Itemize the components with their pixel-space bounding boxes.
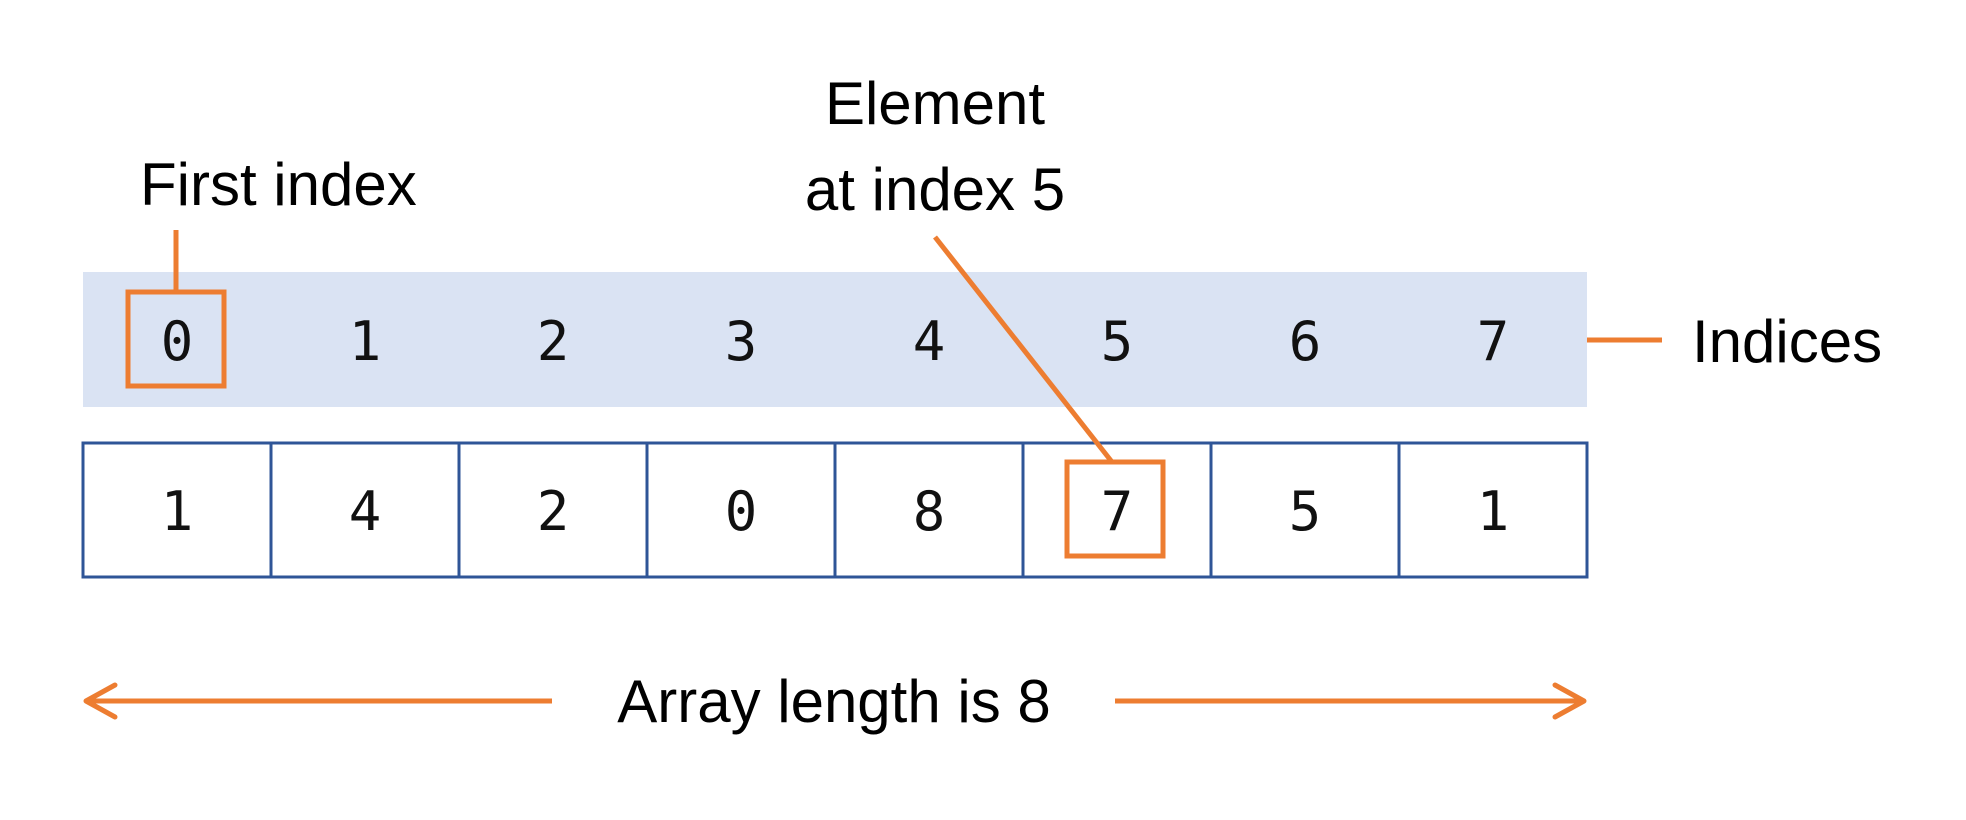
index-number: 6 (1289, 310, 1322, 373)
array-value: 5 (1289, 480, 1322, 543)
array-cell (1397, 441, 1589, 579)
array-cell (645, 441, 837, 579)
element-leader-line (933, 235, 1114, 464)
array-value: 8 (913, 480, 946, 543)
index-number: 1 (349, 310, 382, 373)
element-label-line2: at index 5 (805, 156, 1065, 223)
element-label-line1: Element (825, 70, 1045, 137)
array-value: 4 (349, 480, 382, 543)
index-number: 4 (913, 310, 946, 373)
first-index-highlight-box (125, 289, 227, 389)
array-cell (81, 441, 273, 579)
indices-label: Indices (1692, 308, 1882, 375)
array-value: 7 (1101, 480, 1134, 543)
array-value: 0 (725, 480, 758, 543)
values-row: 1 4 2 0 8 7 5 1 (81, 441, 1589, 579)
first-index-label: First index (140, 151, 417, 218)
indices-row: 0 1 2 3 4 5 6 7 (161, 310, 1510, 373)
array-value: 1 (1477, 480, 1510, 543)
index-number: 5 (1101, 310, 1134, 373)
indices-band (83, 272, 1587, 407)
array-length-label: Array length is 8 (617, 668, 1051, 735)
array-value: 1 (161, 480, 194, 543)
array-cell (1209, 441, 1401, 579)
index-number: 0 (161, 310, 194, 373)
index-number: 2 (537, 310, 570, 373)
element-highlight-box (1064, 459, 1166, 559)
left-arrowhead-icon (83, 682, 118, 720)
index-number: 3 (725, 310, 758, 373)
right-arrowhead-icon (1552, 682, 1587, 720)
array-cell (457, 441, 649, 579)
index-number: 7 (1477, 310, 1510, 373)
array-value: 2 (537, 480, 570, 543)
array-cell (269, 441, 461, 579)
